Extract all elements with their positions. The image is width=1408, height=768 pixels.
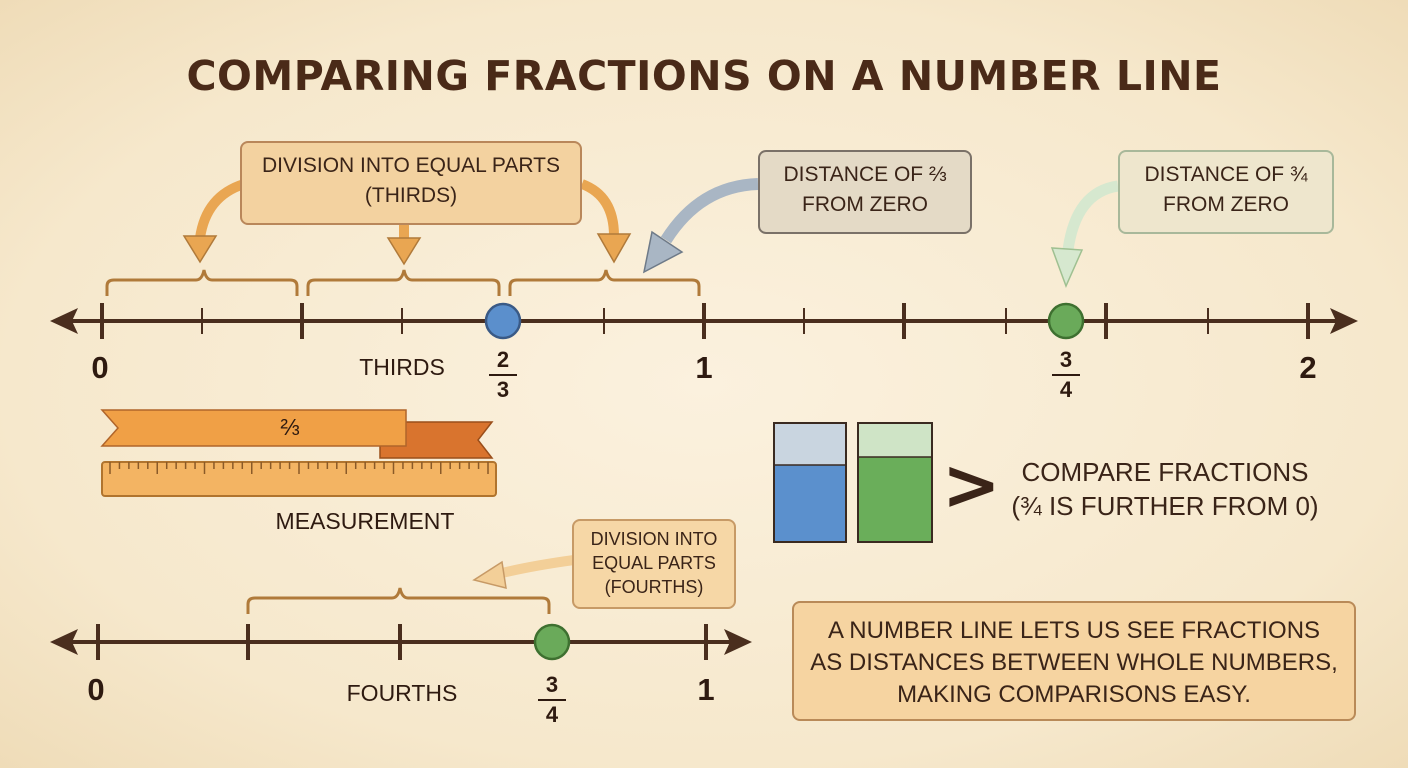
- summary-line2: AS DISTANCES BETWEEN WHOLE NUMBERS,: [810, 649, 1338, 676]
- bottom-label-one: 1: [697, 672, 715, 707]
- callout-thirds-line2: (THIRDS): [364, 184, 458, 207]
- callout-dist23-line2: FROM ZERO: [802, 193, 928, 216]
- compare-label: COMPARE FRACTIONS (¾ IS FURTHER FROM 0): [990, 455, 1340, 523]
- bar-two-thirds-fill: [775, 465, 845, 541]
- comparison-bars: [773, 422, 933, 543]
- fraction-three-quarters-numerator: 3: [1059, 347, 1073, 372]
- callout-fourths-line2: EQUAL PARTS: [592, 553, 716, 573]
- measurement-ribbon: [100, 409, 494, 459]
- minor-ticks: [201, 308, 1209, 334]
- fraction-three-quarters-denominator: 4: [1059, 377, 1073, 402]
- callout-fourths: DIVISION INTO EQUAL PARTS (FOURTHS): [572, 519, 736, 609]
- bottom-fraction-denominator: 4: [545, 702, 559, 727]
- two-thirds-dot: [484, 302, 522, 340]
- callout-thirds-line1: DIVISION INTO EQUAL PARTS: [262, 154, 560, 177]
- callout-fourths-line1: DIVISION INTO: [590, 529, 718, 549]
- summary-line3: MAKING COMPARISONS EASY.: [897, 681, 1251, 708]
- page-title: COMPARING FRACTIONS ON A NUMBER LINE: [186, 52, 1222, 100]
- greater-than-symbol: >: [942, 444, 1001, 526]
- bottom-three-quarters-dot: [533, 623, 571, 661]
- fraction-bar: [1052, 374, 1080, 376]
- fraction-two-thirds-denominator: 3: [496, 377, 510, 402]
- callout-dist23-line1: DISTANCE OF ⅔: [783, 163, 947, 186]
- arrow-left-icon: [50, 629, 78, 655]
- fraction-three-quarters: 3 4: [1048, 347, 1084, 403]
- measurement-caption: MEASUREMENT: [275, 508, 455, 534]
- callout-dist34-line2: FROM ZERO: [1163, 193, 1289, 216]
- summary-line1: A NUMBER LINE LETS US SEE FRACTIONS: [827, 617, 1321, 644]
- callout-distance-three-quarters: DISTANCE OF ¾ FROM ZERO: [1118, 150, 1334, 234]
- callout-thirds: DIVISION INTO EQUAL PARTS (THIRDS): [240, 141, 582, 225]
- three-quarters-dot: [1047, 302, 1085, 340]
- summary-box: A NUMBER LINE LETS US SEE FRACTIONS AS D…: [792, 601, 1356, 721]
- callout-fourths-line3: (FOURTHS): [604, 577, 704, 597]
- thirds-callout-arrows: [182, 179, 632, 266]
- compare-line2: (¾ IS FURTHER FROM 0): [1011, 491, 1319, 521]
- arrow-left-icon: [50, 308, 78, 334]
- callout-dist34-line1: DISTANCE OF ¾: [1144, 163, 1308, 186]
- bottom-fraction-three-quarters: 3 4: [534, 672, 570, 728]
- bottom-caption-fourths: FOURTHS: [346, 680, 458, 706]
- fourths-callout-arrow: [472, 555, 575, 590]
- distance-two-thirds-arrow: [642, 178, 759, 274]
- fraction-bar: [489, 374, 517, 376]
- top-number-line: [50, 178, 1358, 340]
- top-label-one: 1: [695, 350, 713, 385]
- arrow-right-icon: [1330, 308, 1358, 334]
- thirds-brackets: [105, 269, 701, 296]
- ribbon-label: ⅔: [280, 414, 300, 440]
- ruler: [101, 461, 497, 497]
- fraction-two-thirds: 2 3: [485, 347, 521, 403]
- top-label-zero: 0: [91, 350, 109, 385]
- fraction-bar: [538, 699, 566, 701]
- fraction-two-thirds-numerator: 2: [496, 347, 510, 372]
- major-ticks: [100, 303, 1310, 339]
- fourths-bracket: [246, 587, 551, 614]
- distance-three-quarters-arrow: [1050, 180, 1120, 288]
- bottom-label-zero: 0: [87, 672, 105, 707]
- top-label-two: 2: [1299, 350, 1317, 385]
- compare-line1: COMPARE FRACTIONS: [1021, 457, 1309, 487]
- bar-three-quarters-fill: [859, 457, 931, 541]
- arrow-right-icon: [724, 629, 752, 655]
- bottom-number-line: [50, 587, 752, 661]
- bottom-fraction-numerator: 3: [545, 672, 559, 697]
- top-caption-thirds: THIRDS: [359, 354, 445, 380]
- callout-distance-two-thirds: DISTANCE OF ⅔ FROM ZERO: [758, 150, 972, 234]
